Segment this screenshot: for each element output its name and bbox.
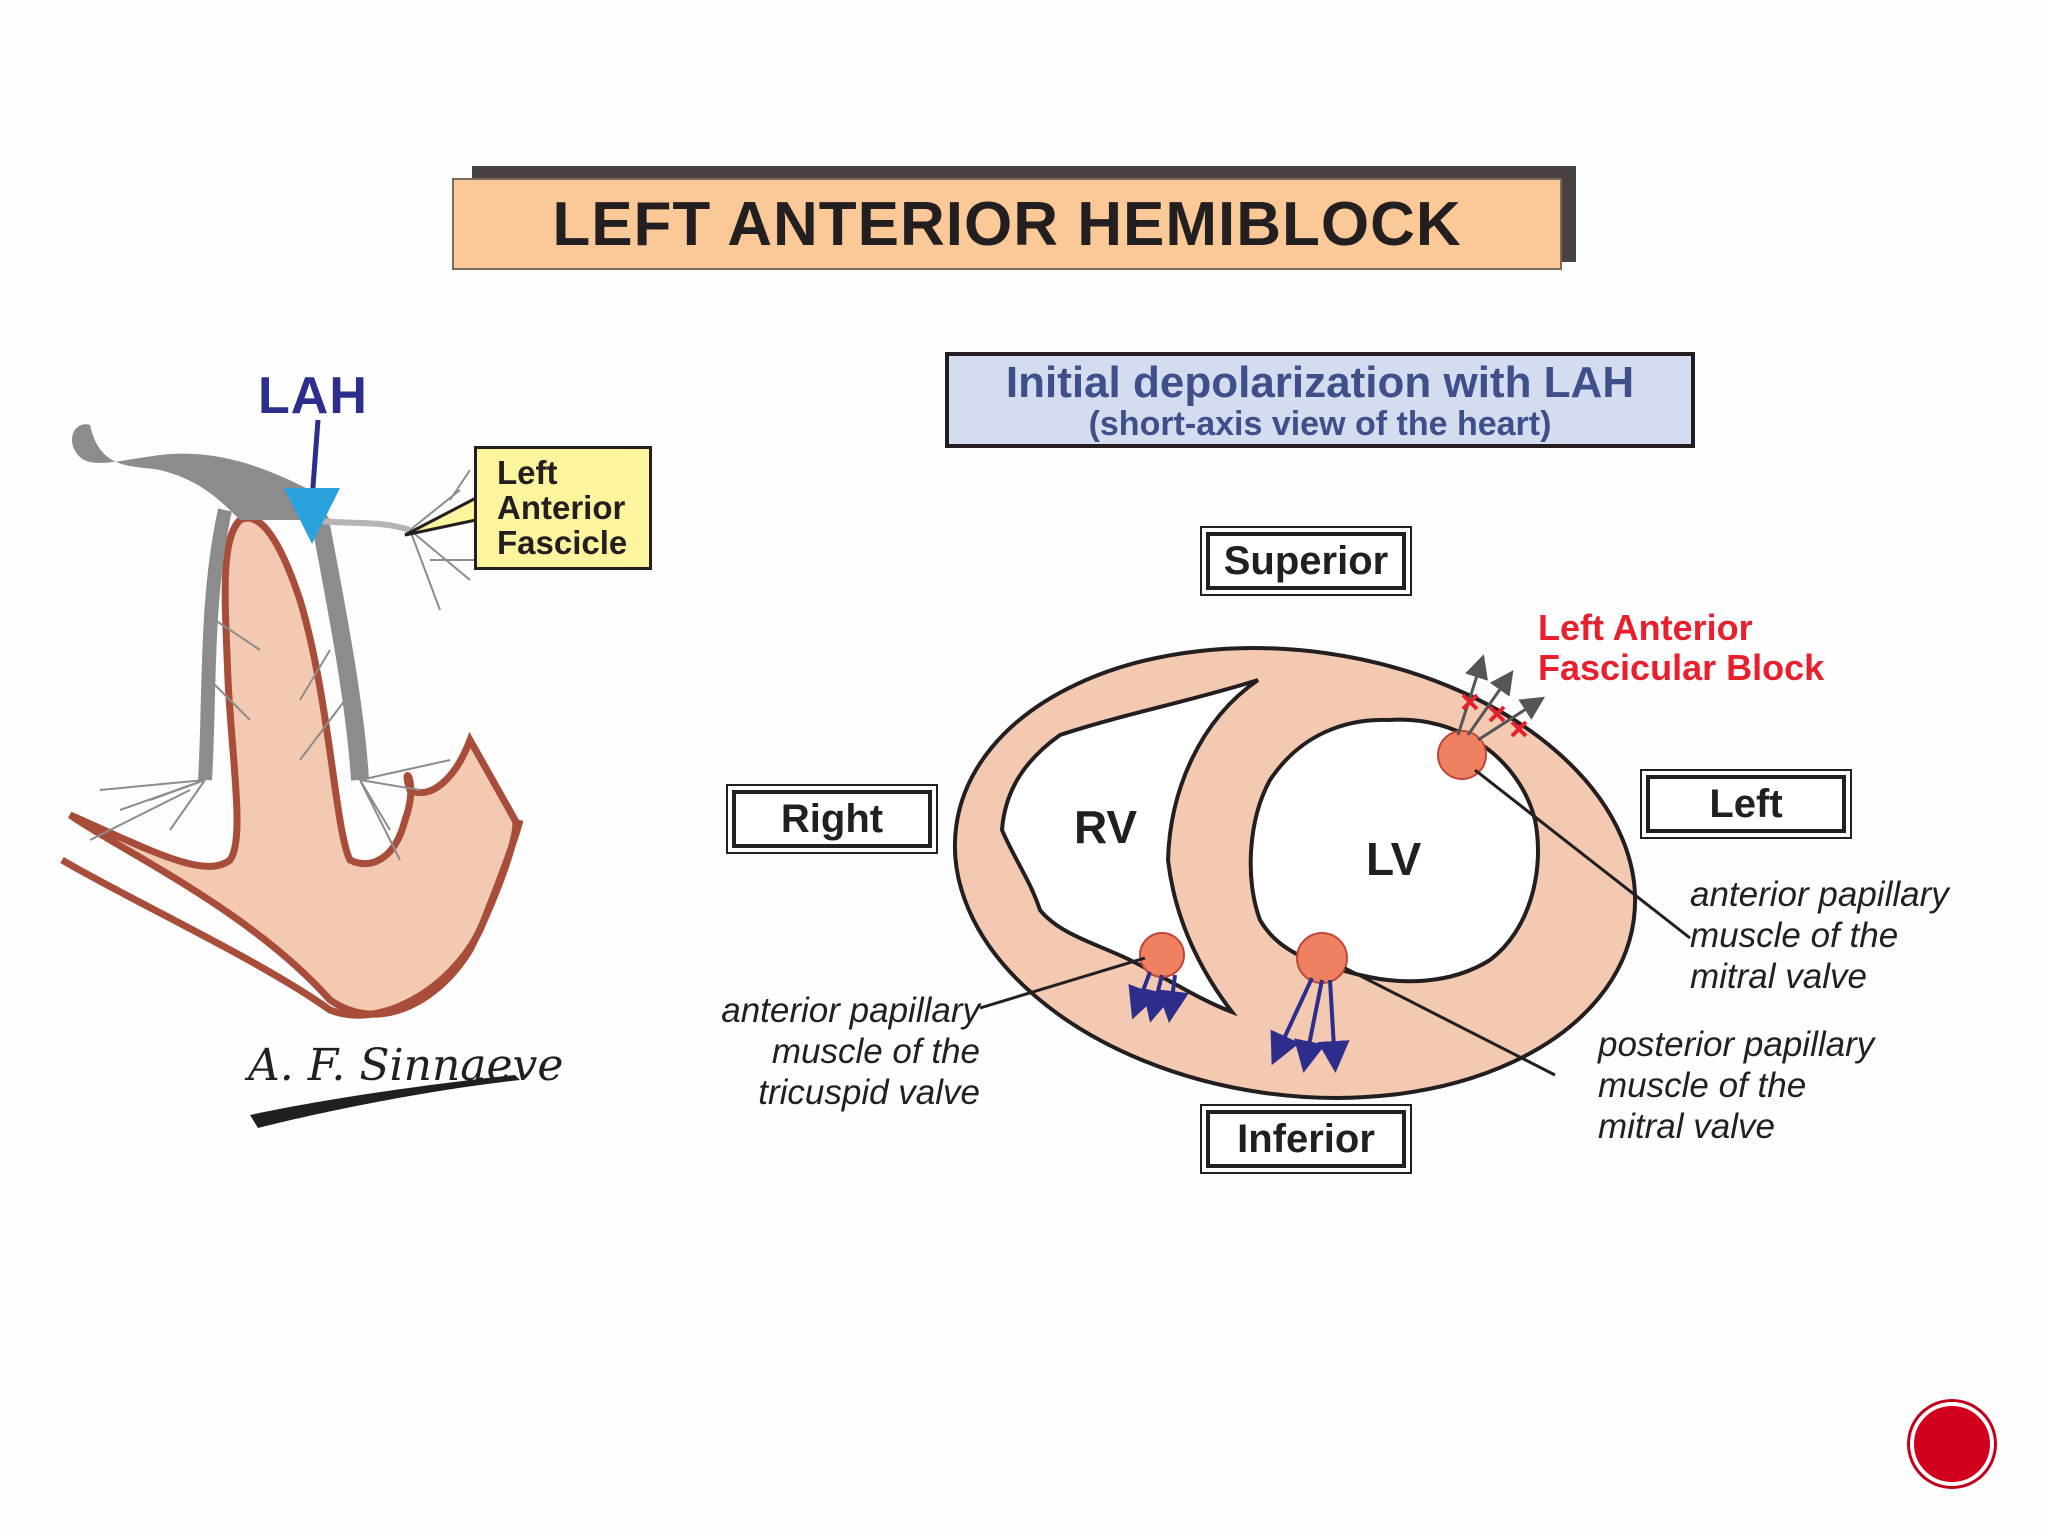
- note-line: tricuspid valve: [758, 1073, 980, 1112]
- direction-right: Right: [726, 784, 938, 854]
- note-line: muscle of the: [1690, 916, 1899, 955]
- heart-septum-drawing: [60, 424, 524, 1019]
- direction-left-label: Left: [1646, 775, 1846, 833]
- rv-label: RV: [1074, 801, 1138, 853]
- block-label-line: Fascicular Block: [1538, 647, 1825, 688]
- fascicular-block-label: Left Anterior Fascicular Block: [1538, 608, 1824, 688]
- title-box: LEFT ANTERIOR HEMIBLOCK: [452, 178, 1562, 270]
- short-axis-heart: [952, 646, 1638, 1100]
- note-line: anterior papillary: [721, 991, 980, 1030]
- subtitle-sub: (short-axis view of the heart): [1088, 405, 1552, 443]
- note-anterior-mitral-papillary: anterior papillary muscle of the mitral …: [1690, 874, 2020, 997]
- direction-superior-label: Superior: [1206, 532, 1406, 590]
- page-title: LEFT ANTERIOR HEMIBLOCK: [552, 189, 1462, 259]
- note-line: muscle of the: [771, 1032, 980, 1071]
- rv-cavity: [999, 678, 1260, 1017]
- signature-swoosh: [250, 1075, 520, 1128]
- right-bundle-branch: [198, 508, 232, 781]
- direction-inferior-label: Inferior: [1206, 1110, 1406, 1168]
- author-signature: A. F. Sinnaeve: [248, 1040, 564, 1091]
- record-button-icon[interactable]: [1910, 1402, 1994, 1486]
- his-bundle: [71, 424, 330, 520]
- lah-label: LAH: [258, 367, 368, 425]
- note-line: mitral valve: [1690, 957, 1867, 996]
- lah-arrow-stem: [309, 419, 321, 501]
- note-line: muscle of the: [1598, 1066, 1807, 1105]
- callout-line: Anterior: [497, 489, 626, 526]
- note-line: posterior papillary: [1598, 1025, 1875, 1064]
- lv-label: LV: [1366, 833, 1422, 885]
- papillary-posterior-mitral: [1296, 932, 1348, 984]
- note-line: mitral valve: [1598, 1107, 1775, 1146]
- leader-lines: [979, 768, 1691, 1077]
- note-line: anterior papillary: [1690, 875, 1949, 914]
- callout-line: Left: [497, 454, 558, 491]
- depolarization-arrows: [1128, 971, 1350, 1073]
- note-tricuspid-papillary: anterior papillary muscle of the tricusp…: [650, 990, 980, 1113]
- block-crosses: [1461, 693, 1528, 738]
- left-posterior-fascicle: [311, 518, 369, 781]
- direction-superior: Superior: [1200, 526, 1412, 596]
- subtitle-main: Initial depolarization with LAH: [1005, 358, 1635, 407]
- purkinje-fibers: [89, 469, 480, 861]
- direction-inferior: Inferior: [1200, 1104, 1412, 1174]
- callout-line: Fascicle: [497, 524, 628, 561]
- direction-left: Left: [1640, 769, 1852, 839]
- direction-right-label: Right: [732, 790, 932, 848]
- left-anterior-fascicle-callout: Left Anterior Fascicle: [474, 446, 652, 570]
- papillary-anterior-mitral: [1437, 730, 1487, 780]
- ventricle-base: [60, 819, 524, 1019]
- note-posterior-mitral-papillary: posterior papillary muscle of the mitral…: [1598, 1024, 1958, 1147]
- block-label-line: Left Anterior: [1538, 607, 1753, 648]
- callout-pointer: [404, 495, 478, 537]
- ventricle-wall: [67, 514, 520, 1018]
- papillary-tricuspid: [1139, 932, 1185, 978]
- blocked-arrows: [1456, 654, 1546, 742]
- subtitle-box: Initial depolarization with LAH (short-a…: [945, 352, 1695, 448]
